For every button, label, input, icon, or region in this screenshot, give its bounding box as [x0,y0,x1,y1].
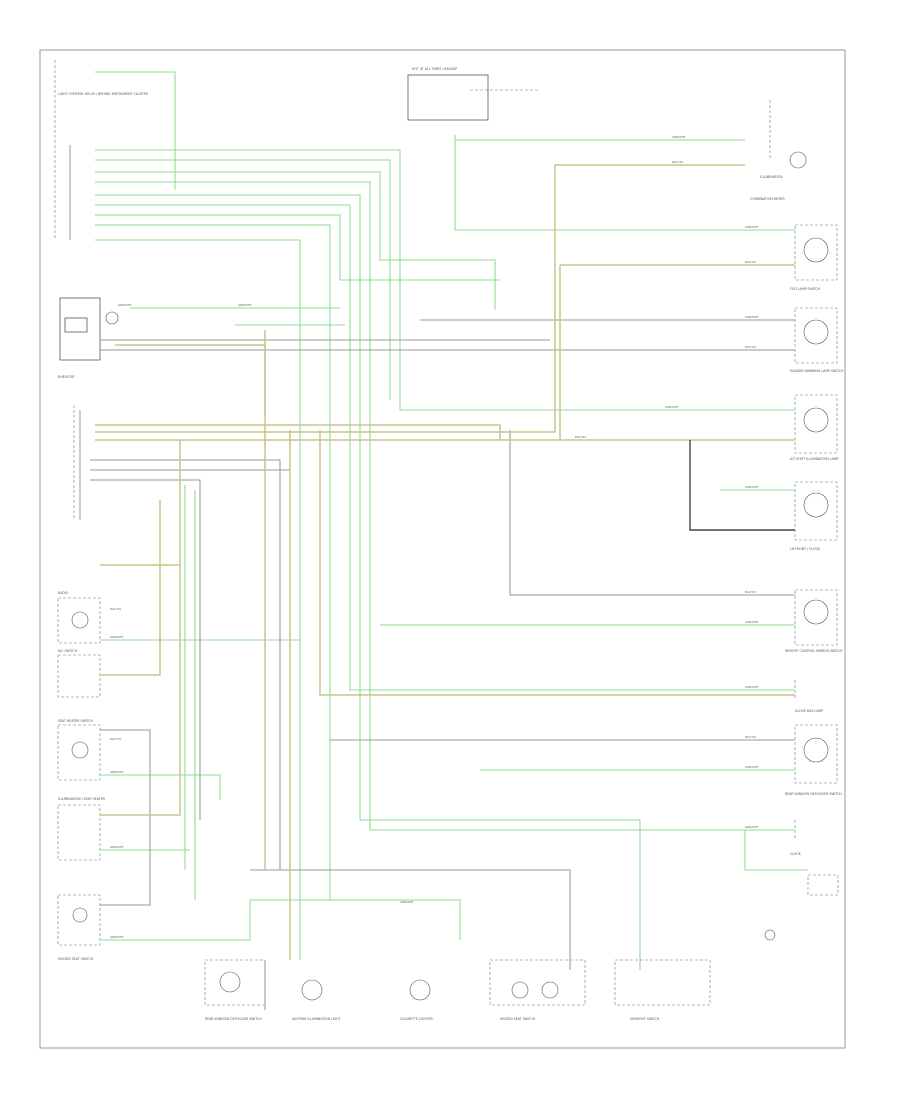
svg-text:HEATED SEAT SWITCH: HEATED SEAT SWITCH [500,1017,536,1021]
svg-text:BLK/YEL: BLK/YEL [672,160,684,164]
svg-text:GRN/WHT: GRN/WHT [118,303,132,307]
svg-text:RADIO: RADIO [58,591,69,595]
svg-text:GRN/WHT: GRN/WHT [110,635,124,639]
rear-window-switch-bottom: REAR WINDOW DEFOGGER SWITCH [204,959,266,1021]
svg-text:CIGARETTE LIGHTER: CIGARETTE LIGHTER [400,1017,433,1021]
svg-text:A/T SHIFT ILLUMINATION LAMP: A/T SHIFT ILLUMINATION LAMP [790,457,839,461]
rear-defogger-switch: REAR WINDOW DEFOGGER SWITCH [785,724,842,796]
svg-text:HAZARD WARNING LAMP SWITCH: HAZARD WARNING LAMP SWITCH [790,369,844,373]
svg-text:SEAT HEATER SWITCH: SEAT HEATER SWITCH [58,719,94,723]
seat-heater-switch-box: SEAT HEATER SWITCH [57,719,101,781]
svg-text:BLK/YEL: BLK/YEL [745,735,757,739]
svg-text:BLK/YEL: BLK/YEL [745,345,757,349]
svg-text:BLK/YEL: BLK/YEL [745,590,757,594]
radio-box: RADIO [57,591,101,644]
svg-text:SUNROOF SWITCH: SUNROOF SWITCH [630,1017,660,1021]
fog-lamp-switch: FOG LAMP SWITCH [790,224,838,291]
heated-seat-switch-bottom: HEATED SEAT SWITCH [489,959,586,1021]
lh-front-clock: LH FRONT / CLOCK [790,481,838,551]
heated-seat-switch-box: HEATED SEAT SWITCH [57,894,101,961]
sunroof-switch: SUNROOF SWITCH [614,959,711,1021]
hazard-switch: HAZARD WARNING LAMP SWITCH [790,307,844,373]
clock-right: CLOCK [764,820,839,941]
svg-text:GRN/WHT: GRN/WHT [665,405,679,409]
green-wires [95,71,808,970]
yellow-wires [95,164,795,960]
svg-text:BLK/YEL: BLK/YEL [745,260,757,264]
gray-wires [90,319,795,1010]
svg-text:GRN/WHT: GRN/WHT [110,935,124,939]
ashtray-illumination: ASHTRAY ILLUMINATION LIGHT [292,979,341,1021]
svg-text:GRN/WHT: GRN/WHT [745,620,759,624]
glove-box-lamp: GLOVE BOX LAMP [794,680,823,713]
svg-text:LIGHT CONTROL RELAY / BEHIND I: LIGHT CONTROL RELAY / BEHIND INSTRUMENT … [58,92,149,96]
svg-text:BLK/YEL: BLK/YEL [110,737,122,741]
svg-text:REAR WINDOW DEFOGGER SWITCH: REAR WINDOW DEFOGGER SWITCH [785,792,842,796]
illumination-top: ILLUMINATION COMBINATION METER [750,100,807,201]
svg-text:GRN/WHT: GRN/WHT [110,845,124,849]
svg-text:BLK/YEL: BLK/YEL [575,435,587,439]
svg-text:ILLUMINATION: ILLUMINATION [760,175,783,179]
cigarette-lighter: CIGARETTE LIGHTER [400,979,433,1021]
svg-text:HOT AT ALL TIMES / BACKUP: HOT AT ALL TIMES / BACKUP [412,67,457,71]
svg-text:GRN/WHT: GRN/WHT [745,825,759,829]
svg-text:GRN/WHT: GRN/WHT [745,225,759,229]
svg-text:GRN/WHT: GRN/WHT [745,765,759,769]
wire-tags: GRN/WHT GRN/WHT GRN/WHT BLK/YEL GRN/WHT … [110,135,759,939]
svg-text:GRN/WHT: GRN/WHT [110,770,124,774]
svg-text:A/C SWITCH: A/C SWITCH [58,649,78,653]
svg-text:REAR WINDOW DEFOGGER SWITCH: REAR WINDOW DEFOGGER SWITCH [205,1017,262,1021]
at-shift-lamp: A/T SHIFT ILLUMINATION LAMP [790,394,839,461]
dark-wires [689,440,795,531]
svg-text:CLOCK: CLOCK [790,852,802,856]
svg-text:BLK/YEL: BLK/YEL [110,607,122,611]
svg-text:GRN/WHT: GRN/WHT [238,303,252,307]
rheostat-box: RHEOSTAT [58,297,119,379]
diagram-frame [39,49,846,1049]
svg-text:GRN/WHT: GRN/WHT [745,485,759,489]
svg-text:COMBINATION METER: COMBINATION METER [750,197,785,201]
svg-text:GRN/WHT: GRN/WHT [400,900,414,904]
svg-text:ASHTRAY ILLUMINATION LIGHT: ASHTRAY ILLUMINATION LIGHT [292,1017,341,1021]
svg-text:FOG LAMP SWITCH: FOG LAMP SWITCH [790,287,821,291]
seat-heater-illumination-box: ILLUMINATION / SEAT HEATER [57,797,106,861]
svg-text:LH FRONT / CLOCK: LH FRONT / CLOCK [790,547,821,551]
remote-mirror-switch: REMOTE CONTROL MIRROR SWITCH [785,589,843,653]
svg-text:GRN/WHT: GRN/WHT [672,135,686,139]
ac-switch-box: A/C SWITCH [57,649,101,698]
svg-text:REMOTE CONTROL MIRROR SWITCH: REMOTE CONTROL MIRROR SWITCH [785,649,843,653]
light-control-relay: LIGHT CONTROL RELAY / BEHIND INSTRUMENT … [54,60,149,240]
svg-text:HEATED SEAT SWITCH: HEATED SEAT SWITCH [58,957,94,961]
svg-text:GRN/WHT: GRN/WHT [745,685,759,689]
svg-text:ILLUMINATION / SEAT HEATER: ILLUMINATION / SEAT HEATER [58,797,106,801]
svg-text:GRN/WHT: GRN/WHT [745,315,759,319]
svg-text:RHEOSTAT: RHEOSTAT [58,375,75,379]
instrument-relay-connector [73,405,81,520]
svg-text:GLOVE BOX LAMP: GLOVE BOX LAMP [795,709,823,713]
hot-at-all-times-block: HOT AT ALL TIMES / BACKUP [407,67,540,121]
